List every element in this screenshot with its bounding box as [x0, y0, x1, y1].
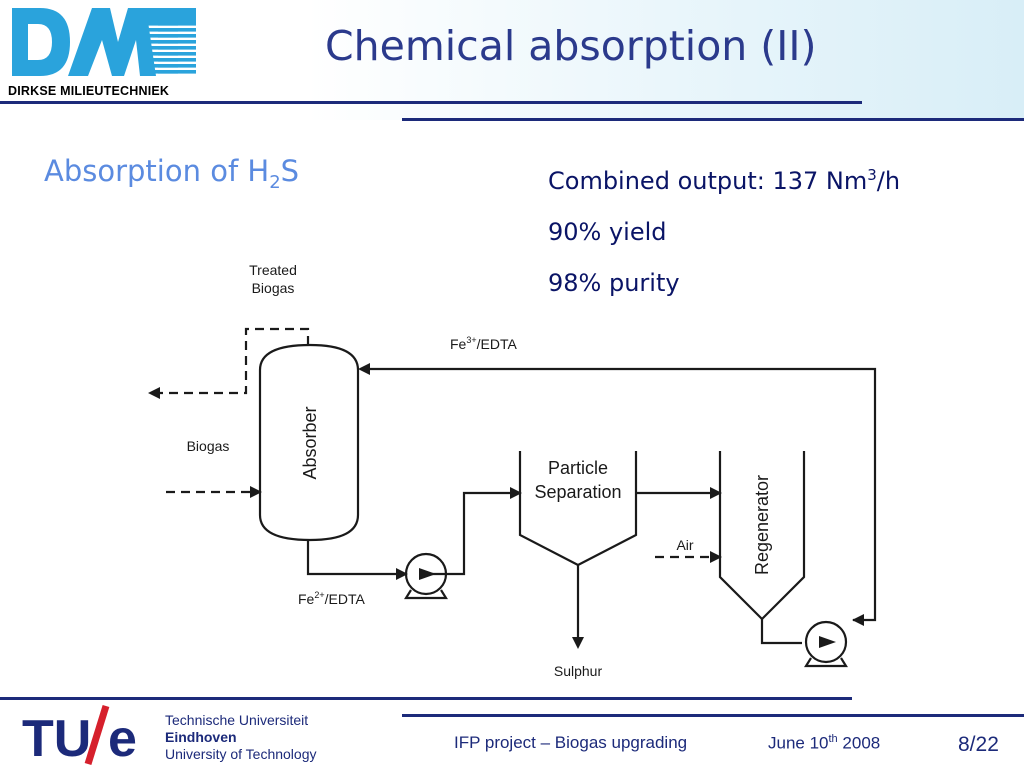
- page-number: 8/22: [958, 733, 999, 756]
- fe3-prefix: Fe: [450, 336, 467, 352]
- svg-text:TU: TU: [22, 710, 91, 766]
- label-absorber: Absorber: [300, 406, 320, 479]
- fact-purity: 98% purity: [548, 269, 680, 297]
- dmt-logo: [12, 8, 196, 76]
- treated-biogas-line: [158, 327, 310, 395]
- arrow-to-pump1: [396, 568, 408, 580]
- slide-title: Chemical absorption (II): [325, 22, 817, 70]
- absorber-outlet-line: [306, 540, 398, 576]
- university-name: Technische Universiteit Eindhoven Univer…: [165, 712, 316, 763]
- label-air: Air: [676, 537, 693, 553]
- arrow-to-regenerator: [710, 487, 722, 499]
- subtitle-suffix: S: [280, 154, 300, 188]
- university-line-2: Eindhoven: [165, 729, 237, 745]
- fe2-prefix: Fe: [298, 591, 315, 607]
- fe3-suffix: /EDTA: [477, 336, 518, 352]
- subtitle-text: Absorption of H: [44, 154, 270, 188]
- tue-logo: TU e: [22, 704, 137, 766]
- footer-project: IFP project – Biogas upgrading: [454, 733, 688, 752]
- process-diagram: Treated Biogas Biogas Absorber Fe3+/EDTA…: [148, 262, 877, 679]
- arrow-pump2-discharge: [819, 636, 836, 648]
- fact-output: Combined output: 137 Nm3/h: [548, 150, 900, 207]
- fe3-sup: 3+: [466, 335, 476, 345]
- pump-2-base: [804, 657, 848, 668]
- subtitle-subscript: 2: [269, 171, 281, 193]
- footer-rule-right: [402, 714, 1024, 717]
- arrow-air-inlet: [710, 551, 722, 563]
- date-prefix: June 10: [768, 733, 829, 753]
- label-regenerator: Regenerator: [752, 475, 772, 575]
- pump-2: [804, 620, 848, 664]
- fact-output-text: Combined output: 137 Nm: [548, 167, 868, 195]
- footer-rule-left: [0, 697, 852, 700]
- arrow-sulphur-out: [572, 637, 584, 649]
- label-treated-biogas-1: Treated: [249, 262, 297, 278]
- title-rule-left: [0, 101, 862, 104]
- regenerator-outlet-line: [760, 619, 802, 645]
- arrow-fe3-into-absorber: [358, 363, 370, 375]
- footer-date: June 10th 2008: [768, 733, 880, 754]
- flow-arrows: [148, 363, 864, 649]
- label-particle-2: Separation: [534, 482, 621, 502]
- fact-output-sup: 3: [867, 166, 877, 184]
- label-treated-biogas-2: Biogas: [252, 280, 295, 296]
- label-fe2-edta: Fe2+/EDTA: [298, 590, 365, 607]
- fe2-suffix: /EDTA: [325, 591, 366, 607]
- arrow-treated-biogas: [148, 387, 160, 399]
- arrow-to-pump2: [852, 614, 864, 626]
- label-biogas: Biogas: [187, 438, 230, 454]
- label-particle-1: Particle: [548, 458, 608, 478]
- university-line-3: University of Technology: [165, 746, 317, 762]
- facts-list: Combined output: 137 Nm3/h 90% yield 98%…: [548, 150, 900, 309]
- arrow-pump1-discharge: [419, 568, 436, 580]
- date-sup: th: [828, 733, 838, 745]
- label-sulphur: Sulphur: [554, 663, 603, 679]
- arrow-biogas-inlet: [250, 486, 262, 498]
- section-subtitle: Absorption of H2S: [44, 154, 299, 193]
- title-rule-right: [402, 118, 1024, 121]
- absorber-vessel: [258, 343, 360, 542]
- date-suffix: 2008: [837, 733, 881, 753]
- fact-output-suffix: /h: [876, 167, 901, 195]
- university-line-1: Technische Universiteit: [165, 712, 309, 728]
- fe2-sup: 2+: [314, 590, 324, 600]
- pump-1-base: [404, 589, 448, 600]
- fact-yield: 90% yield: [548, 218, 667, 246]
- company-name: DIRKSE MILIEUTECHNIEK: [8, 84, 170, 98]
- arrow-to-particle-separator: [510, 487, 522, 499]
- label-fe3-edta: Fe3+/EDTA: [450, 335, 517, 352]
- svg-text:e: e: [108, 710, 137, 766]
